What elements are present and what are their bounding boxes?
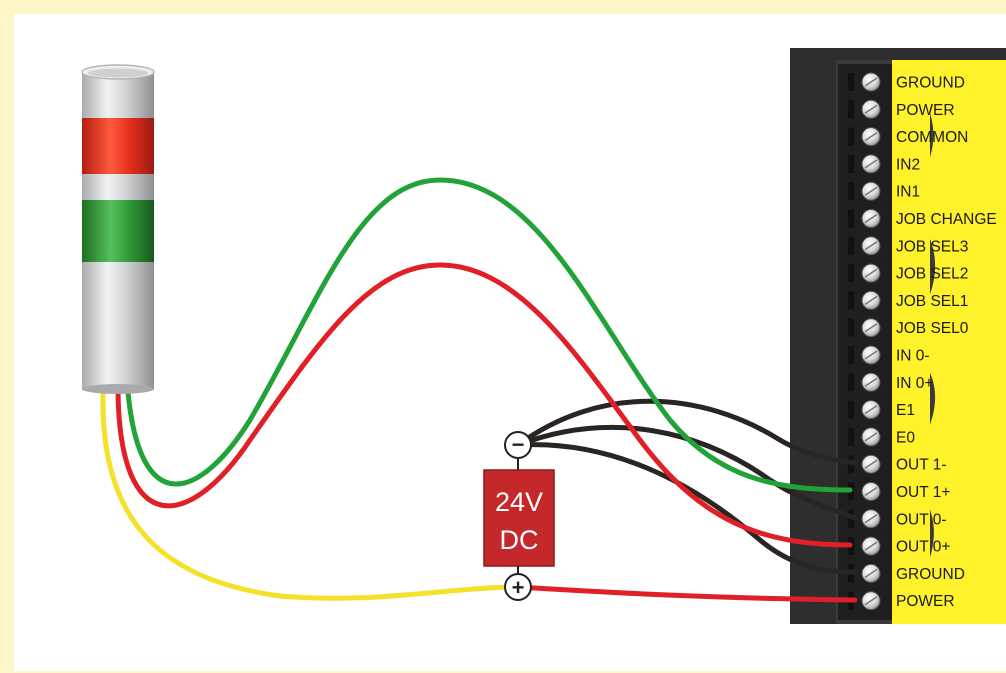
terminal-label: POWER (896, 593, 955, 610)
terminal-notch (848, 73, 854, 91)
red-signal-wire (115, 262, 853, 548)
terminal-label: POWER (896, 102, 955, 119)
terminal-notch (848, 100, 854, 119)
terminal-notch (848, 154, 854, 173)
terminal-notch (848, 291, 854, 310)
terminal-label: E0 (896, 429, 915, 446)
terminal-label: GROUND (896, 566, 965, 583)
green-wire (125, 177, 853, 493)
terminal-notch (848, 318, 854, 337)
terminal-label: IN2 (896, 156, 920, 173)
terminal-label: OUT 1+ (896, 484, 950, 501)
screw-slot-icon (864, 514, 878, 524)
terminal-notch (848, 427, 854, 446)
terminal-notch (848, 182, 854, 201)
terminal-notch (848, 373, 854, 392)
terminal-label: JOB SEL0 (896, 320, 969, 337)
terminal-notch (848, 346, 854, 364)
screw-slot-icon (864, 596, 878, 606)
terminal-label: JOB SEL1 (896, 293, 968, 310)
screw-slot-icon (864, 432, 878, 442)
positive-terminal (504, 573, 532, 601)
power-supply-type: DC (500, 525, 539, 555)
screw-slot-icon (864, 323, 878, 333)
minus-symbol-icon: − (512, 432, 525, 457)
terminal-label: JOB SEL3 (896, 238, 968, 255)
screw-slot-icon (864, 350, 878, 360)
terminal-notch (848, 209, 854, 228)
terminal-notch (848, 236, 854, 255)
yellow-wire (100, 389, 521, 601)
terminal-notch (848, 127, 854, 146)
screw-slot-icon (864, 459, 878, 469)
terminal-label: JOB SEL2 (896, 266, 968, 283)
negative-terminal (504, 431, 532, 459)
screw-slot-icon (864, 77, 878, 87)
stack-light-red-segment (82, 118, 154, 174)
screw-slot-icon (864, 377, 878, 387)
black-wire-2 (515, 424, 858, 521)
screw-slot-icon (864, 568, 878, 579)
screw-slot-icon (864, 104, 878, 114)
screw-slot-icon (864, 268, 878, 278)
terminal-label: E1 (896, 402, 915, 419)
power-supply: 24V DC − + (483, 431, 555, 601)
screw-slot-icon (864, 131, 878, 142)
terminal-notch (848, 400, 854, 419)
stack-light-base (82, 384, 154, 394)
screw-slot-icon (864, 186, 878, 196)
screw-slot-icon (864, 486, 878, 497)
black-wire-1 (515, 398, 858, 466)
stack-light-green-segment (82, 200, 154, 262)
terminal-label: IN1 (896, 184, 920, 201)
terminal-label: IN 0- (896, 348, 930, 365)
terminal-label: IN 0+ (896, 375, 933, 392)
terminal-label: OUT 1- (896, 457, 947, 474)
power-supply-box (483, 469, 555, 567)
terminal-rows (848, 72, 881, 611)
wires (100, 177, 858, 603)
screw-slot-icon (864, 241, 878, 251)
terminal-label: OUT 0- (896, 511, 947, 528)
terminal-label: OUT 0+ (896, 539, 950, 556)
screw-slot-icon (864, 213, 878, 224)
terminal-label: GROUND (896, 75, 965, 92)
label-highlight-strip (892, 60, 930, 624)
screw-slot-icon (864, 404, 878, 415)
stack-light (81, 64, 155, 394)
terminal-label: COMMON (896, 129, 968, 146)
plus-symbol-icon: + (512, 575, 525, 600)
power-supply-voltage: 24V (495, 487, 543, 517)
screw-slot-icon (864, 295, 878, 306)
screw-slot-icon (864, 541, 878, 551)
terminal-notch (848, 264, 854, 283)
red-power-wire (515, 584, 858, 603)
screw-slot-icon (864, 159, 878, 169)
terminal-label: JOB CHANGE (896, 211, 997, 228)
black-wire-3 (515, 442, 858, 575)
